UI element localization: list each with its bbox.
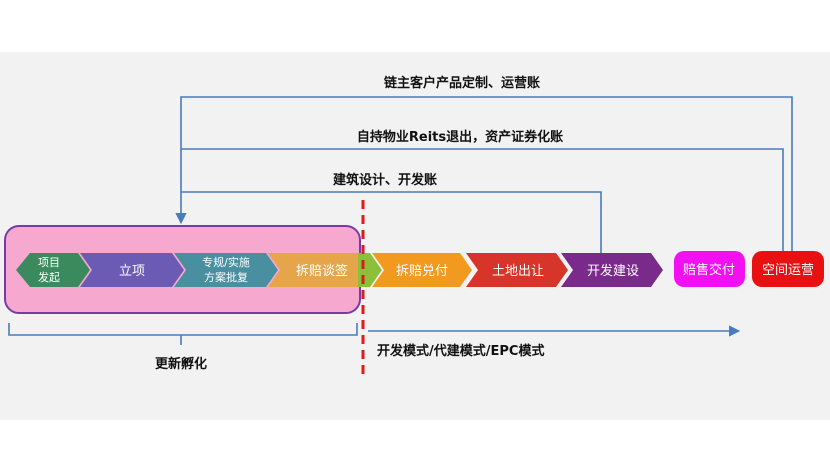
step-land-transfer-label: 土地出让 bbox=[492, 264, 544, 279]
incubation-bracket bbox=[8, 323, 358, 336]
step-land-transfer[interactable] bbox=[466, 253, 568, 287]
step-project-initiation-line2: 发起 bbox=[38, 270, 60, 284]
feedback-label-lower: 建筑设计、开发账 bbox=[333, 172, 437, 188]
endpoint-space-operation[interactable] bbox=[752, 251, 824, 287]
incubation-steps: 项目 发起 立项 专规/实施 方案批复 拆赔谈签 bbox=[16, 253, 358, 287]
feedback-label-top: 链主客户产品定制、运营账 bbox=[383, 75, 540, 91]
feedback-label-middle: 自持物业Reits退出，资产证券化账 bbox=[357, 129, 563, 145]
step-project-initiation-line1: 项目 bbox=[38, 256, 60, 269]
step-planning-approval-line1: 专规/实施 bbox=[202, 255, 250, 269]
endpoint-sales-delivery-label: 赔售交付 bbox=[683, 262, 735, 278]
step-development-construction-label: 开发建设 bbox=[587, 263, 639, 279]
endpoint-sales-delivery[interactable] bbox=[674, 251, 745, 287]
step-approval[interactable] bbox=[80, 253, 184, 287]
development-mode-label: 开发模式/代建模式/EPC模式 bbox=[377, 343, 544, 359]
feedback-line-top bbox=[175, 96, 793, 251]
step-compensation-negotiation-label: 拆赔谈签 bbox=[296, 263, 348, 279]
step-planning-approval-line2: 方案批复 bbox=[204, 270, 248, 284]
step-approval-label: 立项 bbox=[119, 264, 145, 279]
step-compensation-payment-label: 拆赔兑付 bbox=[396, 264, 448, 279]
incubation-label: 更新孵化 bbox=[155, 356, 207, 372]
feedback-line-middle bbox=[181, 148, 784, 251]
step-project-initiation[interactable] bbox=[16, 253, 90, 287]
endpoint-space-operation-label: 空间运营 bbox=[762, 263, 814, 278]
step-planning-approval[interactable] bbox=[174, 253, 278, 287]
feedback-line-lower bbox=[181, 191, 602, 253]
feedback-lines bbox=[175, 96, 793, 253]
step-development-construction[interactable] bbox=[561, 253, 663, 287]
step-compensation-payment[interactable] bbox=[372, 253, 472, 287]
development-steps: 拆赔兑付 土地出让 开发建设 bbox=[372, 253, 663, 287]
step-compensation-negotiation[interactable] bbox=[268, 253, 358, 287]
